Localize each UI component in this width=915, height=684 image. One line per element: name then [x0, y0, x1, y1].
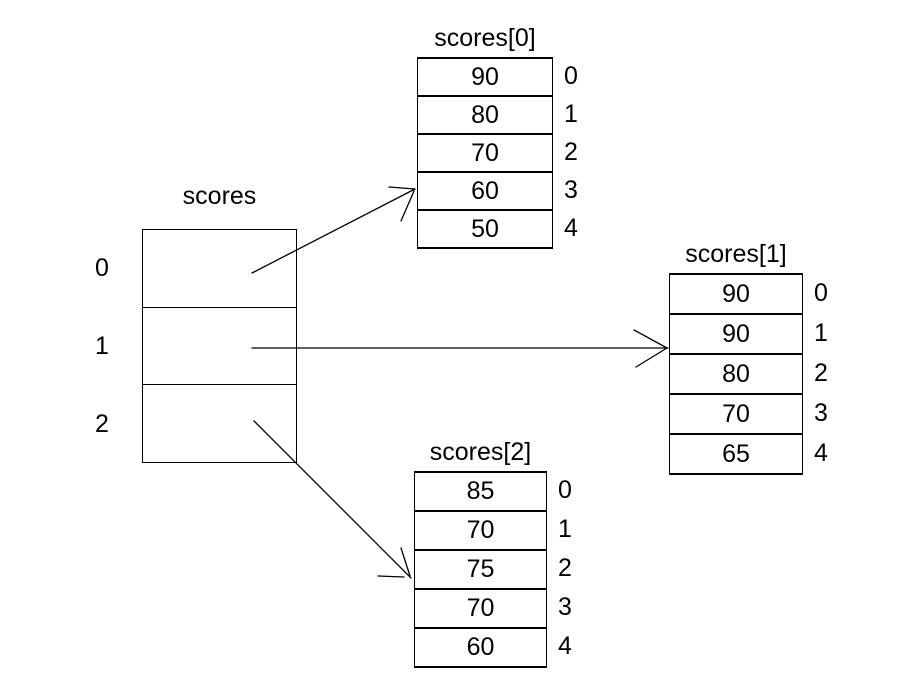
- value-cell: 90: [670, 275, 802, 315]
- index-label: 4: [564, 213, 578, 242]
- index-label: 0: [564, 61, 578, 90]
- arrow-to-scores1: [251, 329, 669, 368]
- main-array-indices: 0 1 2: [88, 229, 116, 463]
- sub-array-scores-0: scores[0] 90 80 70 60 50 0 1 2 3 4: [417, 21, 578, 249]
- index-label: 3: [558, 593, 572, 621]
- sub-array-table: 90 80 70 60 50: [417, 57, 553, 249]
- value-cell: 60: [418, 173, 552, 211]
- sub-array-scores-1: scores[1] 90 90 80 70 65 0 1 2 3 4: [669, 237, 828, 475]
- sub-array-indices: 0 1 2 3 4: [814, 273, 828, 473]
- main-array-box: [142, 229, 297, 463]
- main-array-cell-2: [143, 385, 296, 462]
- sub-array-indices: 0 1 2 3 4: [558, 471, 572, 666]
- value-cell: 60: [466, 633, 495, 661]
- index-label: 1: [564, 99, 578, 128]
- main-array-cell-1: [143, 308, 296, 386]
- sub-array-indices: 0 1 2 3 4: [564, 57, 578, 247]
- index-label: 1: [814, 318, 828, 347]
- index-label: 4: [814, 438, 828, 467]
- sub-array-title: scores[2]: [429, 438, 532, 466]
- sub-array-table: 90 90 80 70 65: [669, 273, 803, 475]
- index-label: 1: [558, 515, 572, 543]
- sub-array-title: scores[1]: [685, 240, 787, 268]
- index-label: 0: [558, 476, 572, 504]
- index-label: 0: [814, 278, 828, 307]
- value-cell: 70: [415, 512, 546, 551]
- sub-array-scores-2: scores[2] 85 70 75 70 60 0 1 2 3 4: [414, 435, 572, 668]
- index-label: 2: [814, 358, 828, 387]
- value-cell: 90: [670, 315, 802, 355]
- sub-array-table: 85 70 75 70 60: [414, 471, 547, 668]
- value-cell: 70: [415, 590, 546, 629]
- main-index-label: 1: [95, 331, 109, 360]
- index-label: 4: [558, 632, 572, 660]
- sub-array-title: scores[0]: [434, 24, 536, 52]
- main-array-cell-0: [143, 230, 296, 308]
- value-cell: 70: [418, 135, 552, 173]
- index-label: 3: [564, 175, 578, 204]
- index-label: 2: [558, 554, 572, 582]
- main-array-title: scores: [182, 182, 257, 210]
- value-cell: 85: [415, 473, 546, 512]
- value-cell: 65: [722, 439, 750, 468]
- index-label: 3: [814, 398, 828, 427]
- value-cell: 75: [415, 551, 546, 590]
- value-cell: 90: [418, 59, 552, 97]
- index-label: 2: [564, 137, 578, 166]
- value-cell: 80: [670, 355, 802, 395]
- value-cell: 50: [471, 214, 499, 243]
- main-index-label: 2: [95, 409, 109, 438]
- value-cell: 80: [418, 97, 552, 135]
- value-cell: 70: [670, 395, 802, 435]
- main-index-label: 0: [95, 253, 109, 282]
